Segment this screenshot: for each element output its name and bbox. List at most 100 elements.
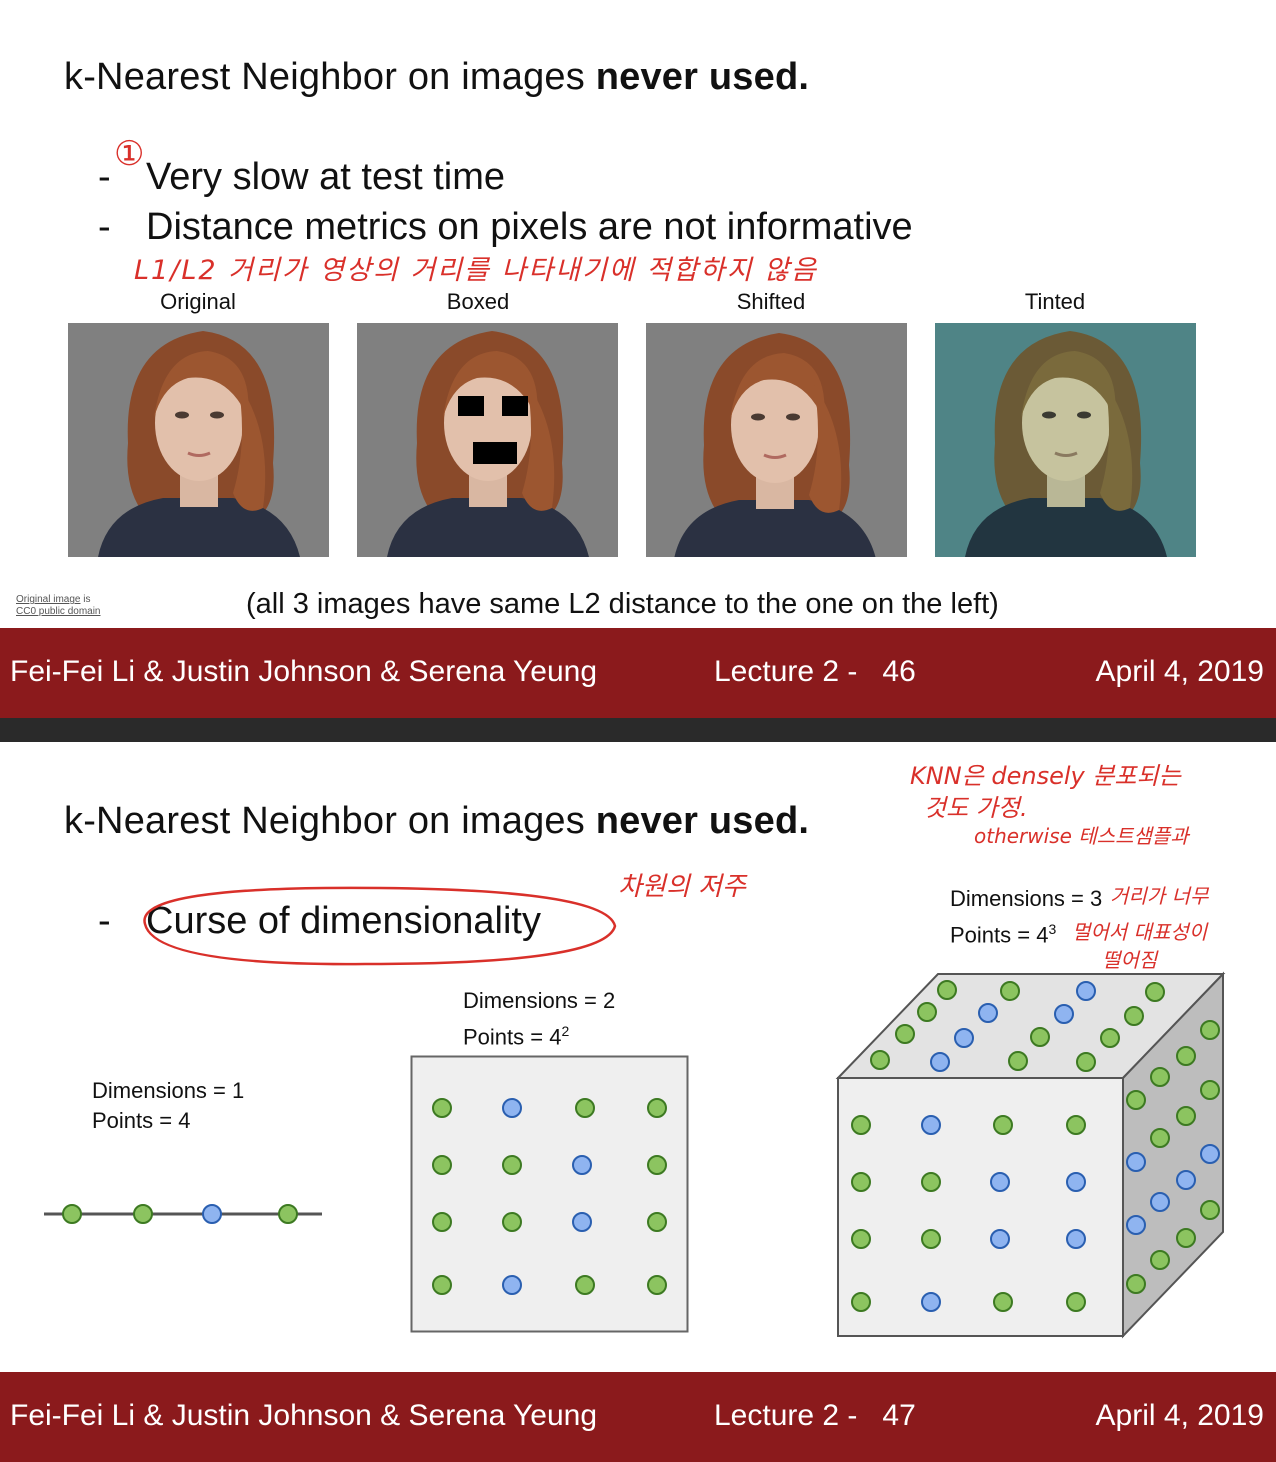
green-point (647, 1098, 667, 1118)
dim1-label: Dimensions = 1 Points = 4 (92, 1076, 244, 1136)
handwritten-note-side: 멀어서 대표성이 떨어짐 (1072, 918, 1207, 974)
slide-separator (0, 718, 1276, 742)
green-point (1176, 1228, 1196, 1248)
bullet-item: -Curse of dimensionality (98, 900, 541, 943)
image-credit: Original image is CC0 public domain (16, 594, 101, 618)
green-point (851, 1292, 871, 1312)
blue-point (1054, 1004, 1074, 1024)
green-point (1145, 982, 1165, 1002)
green-point (1200, 1200, 1220, 1220)
green-point (1150, 1128, 1170, 1148)
slide-46: k-Nearest Neighbor on images never used.… (0, 0, 1276, 718)
photo-boxed (357, 323, 618, 557)
handwritten-note: L1/L2 거리가 영상의 거리를 나타내기에 적합하지 않음 (134, 255, 818, 286)
image-label-boxed: Boxed (446, 289, 510, 314)
blue-point (1200, 1144, 1220, 1164)
footer-authors: Fei-Fei Li & Justin Johnson & Serena Yeu… (10, 655, 598, 688)
green-point (1150, 1250, 1170, 1270)
blue-point (572, 1212, 592, 1232)
footer-authors: Fei-Fei Li & Justin Johnson & Serena Yeu… (10, 1399, 598, 1432)
blue-point (930, 1052, 950, 1072)
dim2-label: Dimensions = 2 Points = 42 (463, 986, 615, 1052)
blue-point (921, 1115, 941, 1135)
image-label-shifted: Shifted (736, 289, 806, 314)
green-point (432, 1155, 452, 1175)
footer-date: April 4, 2019 (1095, 1399, 1264, 1432)
green-point (1176, 1046, 1196, 1066)
green-point (1100, 1028, 1120, 1048)
title-bold-text: never used. (595, 56, 810, 98)
handwritten-line: KNN은 densely 분포되는 (910, 762, 1181, 790)
blue-point (502, 1275, 522, 1295)
dim3-label: Dimensions = 3 Points = 43 (950, 884, 1102, 950)
slide-title: k-Nearest Neighbor on images never used. (64, 800, 809, 843)
photo-tinted (935, 323, 1196, 557)
handwritten-line: 멀어서 대표성이 (1072, 920, 1208, 944)
green-point (647, 1155, 667, 1175)
green-point (647, 1275, 667, 1295)
points-exponent: 3 (1048, 921, 1057, 937)
bullet-text: Distance metrics on pixels are not infor… (146, 206, 913, 248)
portrait-image (357, 323, 618, 557)
blue-point (978, 1003, 998, 1023)
slide-footer: Fei-Fei Li & Justin Johnson & Serena Yeu… (0, 628, 1276, 718)
blue-point (1066, 1172, 1086, 1192)
footer-lecture: Lecture 2 - 47 (714, 1399, 916, 1432)
slide-title: k-Nearest Neighbor on images never used. (64, 56, 809, 99)
dimension-2-diagram (410, 1055, 689, 1333)
bullet-item: -Distance metrics on pixels are not info… (98, 206, 913, 249)
blue-point (1066, 1229, 1086, 1249)
green-point (993, 1292, 1013, 1312)
title-text: k-Nearest Neighbor on images (64, 56, 596, 98)
license-link[interactable]: CC0 public domain (16, 606, 101, 617)
green-point (921, 1172, 941, 1192)
photo-shifted (646, 323, 907, 557)
green-point (1200, 1080, 1220, 1100)
blue-point (921, 1292, 941, 1312)
bullet-text: Very slow at test time (146, 156, 506, 198)
blue-point (502, 1098, 522, 1118)
green-point (921, 1229, 941, 1249)
green-point (993, 1115, 1013, 1135)
green-point (1200, 1020, 1220, 1040)
footer-lecture: Lecture 2 - 46 (714, 655, 916, 688)
dimensions-text: Dimensions = 3 (950, 886, 1103, 911)
green-point (575, 1275, 595, 1295)
bullet-marker: - (98, 900, 111, 942)
green-point (1066, 1115, 1086, 1135)
green-point (851, 1172, 871, 1192)
dimension-1-diagram (44, 1204, 322, 1224)
square-plane (410, 1055, 689, 1333)
portrait-image (646, 323, 907, 557)
slide-caption: (all 3 images have same L2 distance to t… (246, 588, 999, 620)
credit-link[interactable]: Original image (16, 594, 81, 605)
green-point (1008, 1051, 1028, 1071)
points-exponent: 2 (561, 1023, 570, 1039)
blue-point (954, 1028, 974, 1048)
blue-point (1150, 1192, 1170, 1212)
portrait-image (68, 323, 329, 557)
bullet-marker: - (98, 156, 111, 198)
image-label-original: Original (160, 289, 236, 314)
handwritten-ellipse (143, 886, 617, 966)
handwritten-note-bullet: 차원의 저주 (618, 872, 746, 902)
green-point (1030, 1027, 1050, 1047)
bullet-item: -Very slow at test time (98, 156, 505, 199)
green-point (1000, 981, 1020, 1001)
handwritten-number: ① (114, 134, 145, 174)
green-point (1126, 1090, 1146, 1110)
dimensions-text: Dimensions = 1 (92, 1078, 245, 1103)
title-text: k-Nearest Neighbor on images (64, 800, 596, 842)
portrait-image (935, 323, 1196, 557)
green-point (1124, 1006, 1144, 1026)
green-point (1126, 1274, 1146, 1294)
blue-point (202, 1204, 222, 1224)
green-point (1076, 1052, 1096, 1072)
handwritten-line: otherwise 테스트샘플과 (974, 824, 1189, 848)
handwritten-line: 떨어짐 (1102, 948, 1158, 972)
image-label-tinted: Tinted (1024, 289, 1086, 314)
points-text: Points = 42 (463, 1016, 615, 1052)
green-point (917, 1002, 937, 1022)
green-point (432, 1275, 452, 1295)
points-base: Points = 4 (463, 1024, 562, 1050)
